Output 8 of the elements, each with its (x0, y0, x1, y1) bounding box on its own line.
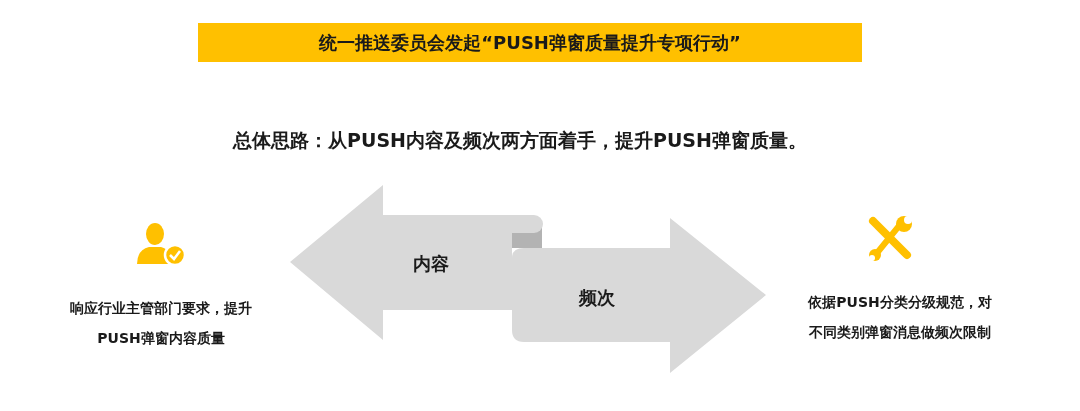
description-text: 响应行业主管部门要求，提升PUSH弹窗内容质量 (69, 299, 253, 348)
arrow-shape (290, 185, 512, 341)
description-text: 依据PUSH分类分级规范，对不同类别弹窗消息做频次限制 (807, 293, 993, 342)
arrow-label: 频次 (579, 285, 615, 310)
subtitle: 总体思路：从PUSH内容及频次两方面着手，提升PUSH弹窗质量。 (231, 128, 808, 153)
title-banner: 统一推送委员会发起“PUSH弹窗质量提升专项行动” (198, 23, 862, 62)
arrow-shape (512, 218, 767, 374)
arrow-label: 内容 (413, 251, 449, 276)
